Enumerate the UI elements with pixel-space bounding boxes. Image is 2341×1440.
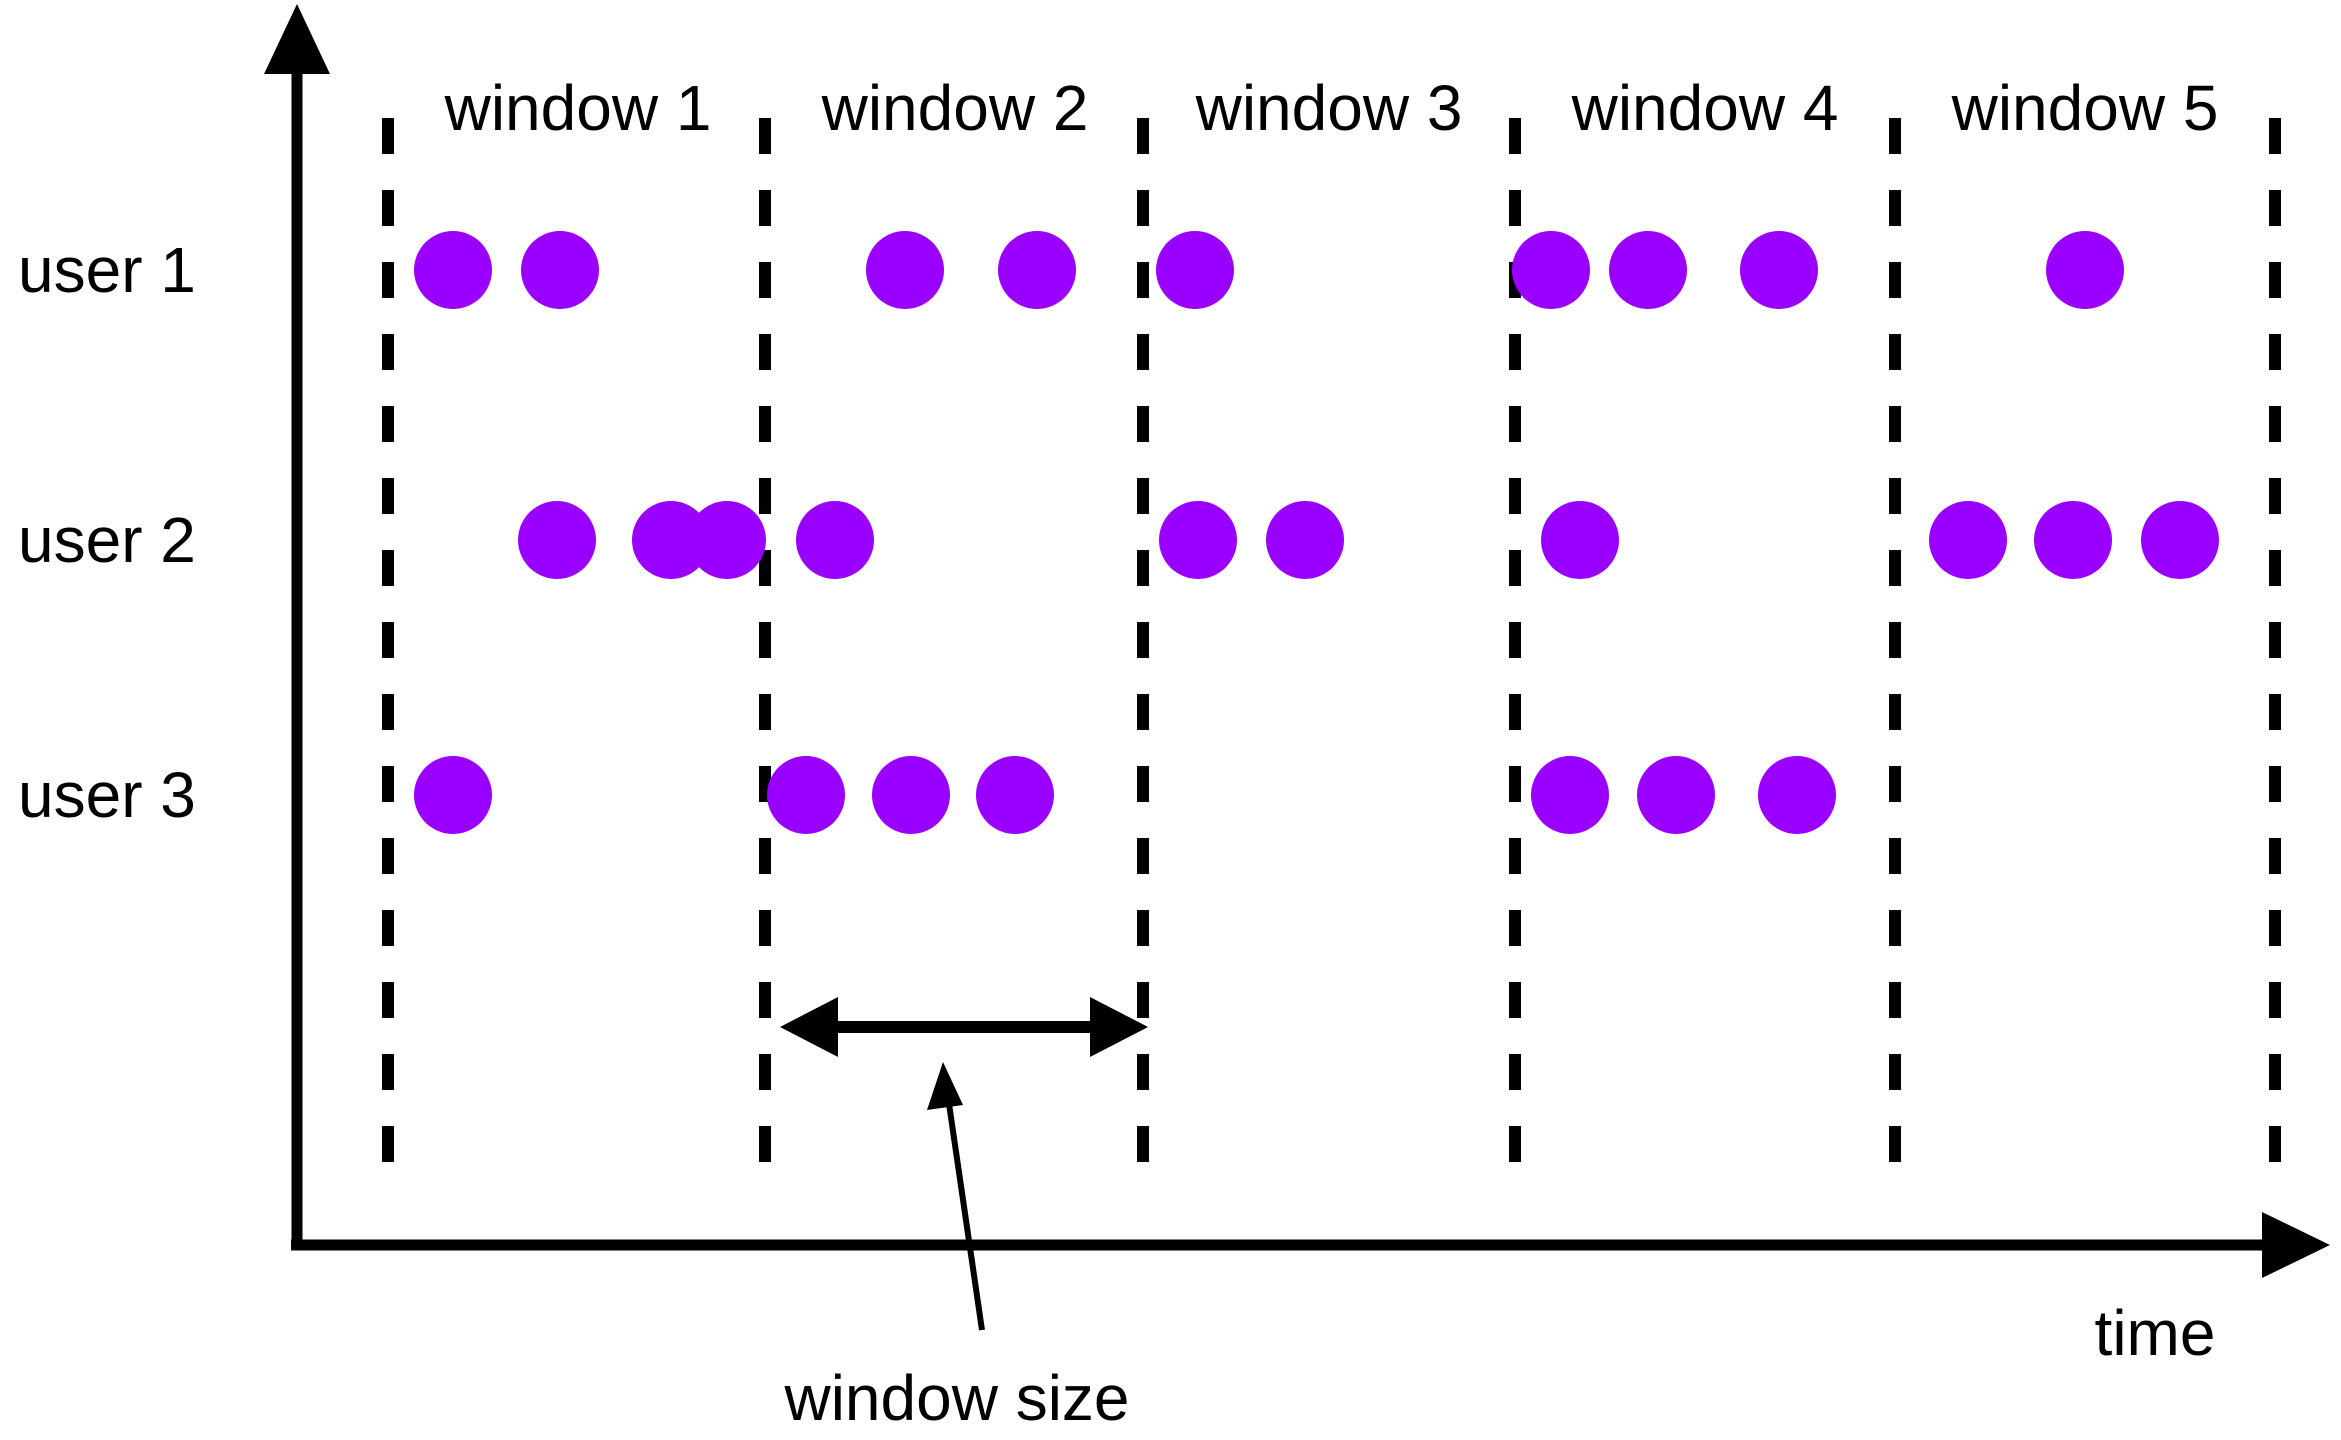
window-size-label: window size <box>783 1362 1129 1434</box>
window-labels: window 1 window 2 window 3 window 4 wind… <box>444 72 2219 144</box>
event-dot <box>1266 501 1344 579</box>
event-dot <box>1758 756 1836 834</box>
row-labels: user 1 user 2 user 3 <box>18 234 196 831</box>
event-dot <box>1512 231 1590 309</box>
event-dot <box>767 756 845 834</box>
window-label-3: window 3 <box>1195 72 1463 144</box>
window-size-measure-arrow <box>780 997 1148 1057</box>
event-dot <box>1541 501 1619 579</box>
event-dot <box>521 231 599 309</box>
window-label-1: window 1 <box>444 72 712 144</box>
event-dot <box>976 756 1054 834</box>
x-axis-arrow-right-icon <box>2262 1212 2330 1278</box>
measure-arrow-left-icon <box>780 997 838 1057</box>
event-dot <box>632 501 710 579</box>
event-dots-user-1 <box>414 231 2124 309</box>
window-size-leader-line <box>944 1089 985 1331</box>
event-dot <box>796 501 874 579</box>
event-dot <box>1740 231 1818 309</box>
event-dot <box>2034 501 2112 579</box>
window-dividers <box>382 118 2281 1190</box>
row-label-user-3: user 3 <box>18 759 196 831</box>
y-axis-arrow-up-icon <box>264 4 330 74</box>
window-size-leader <box>927 1062 985 1331</box>
event-dot <box>1156 231 1234 309</box>
event-dot <box>1531 756 1609 834</box>
window-label-2: window 2 <box>821 72 1089 144</box>
row-label-user-2: user 2 <box>18 504 196 576</box>
window-label-4: window 4 <box>1571 72 1839 144</box>
row-label-user-1: user 1 <box>18 234 196 306</box>
event-dots-user-2 <box>518 501 2219 579</box>
event-dot <box>1637 756 1715 834</box>
event-dot <box>2141 501 2219 579</box>
event-dot <box>688 501 766 579</box>
event-dots-user-3 <box>414 756 1836 834</box>
event-dot <box>998 231 1076 309</box>
event-dot <box>866 231 944 309</box>
event-dot <box>1609 231 1687 309</box>
y-axis <box>264 4 330 1245</box>
x-axis <box>291 1212 2330 1278</box>
event-dot <box>414 756 492 834</box>
event-dot <box>1159 501 1237 579</box>
event-dot <box>1929 501 2007 579</box>
measure-arrow-right-icon <box>1090 997 1148 1057</box>
leader-arrow-up-icon <box>927 1062 963 1110</box>
event-dot <box>518 501 596 579</box>
event-dot <box>2046 231 2124 309</box>
time-axis-label: time <box>2095 1297 2216 1369</box>
event-dot <box>414 231 492 309</box>
window-label-5: window 5 <box>1951 72 2219 144</box>
event-dot <box>872 756 950 834</box>
